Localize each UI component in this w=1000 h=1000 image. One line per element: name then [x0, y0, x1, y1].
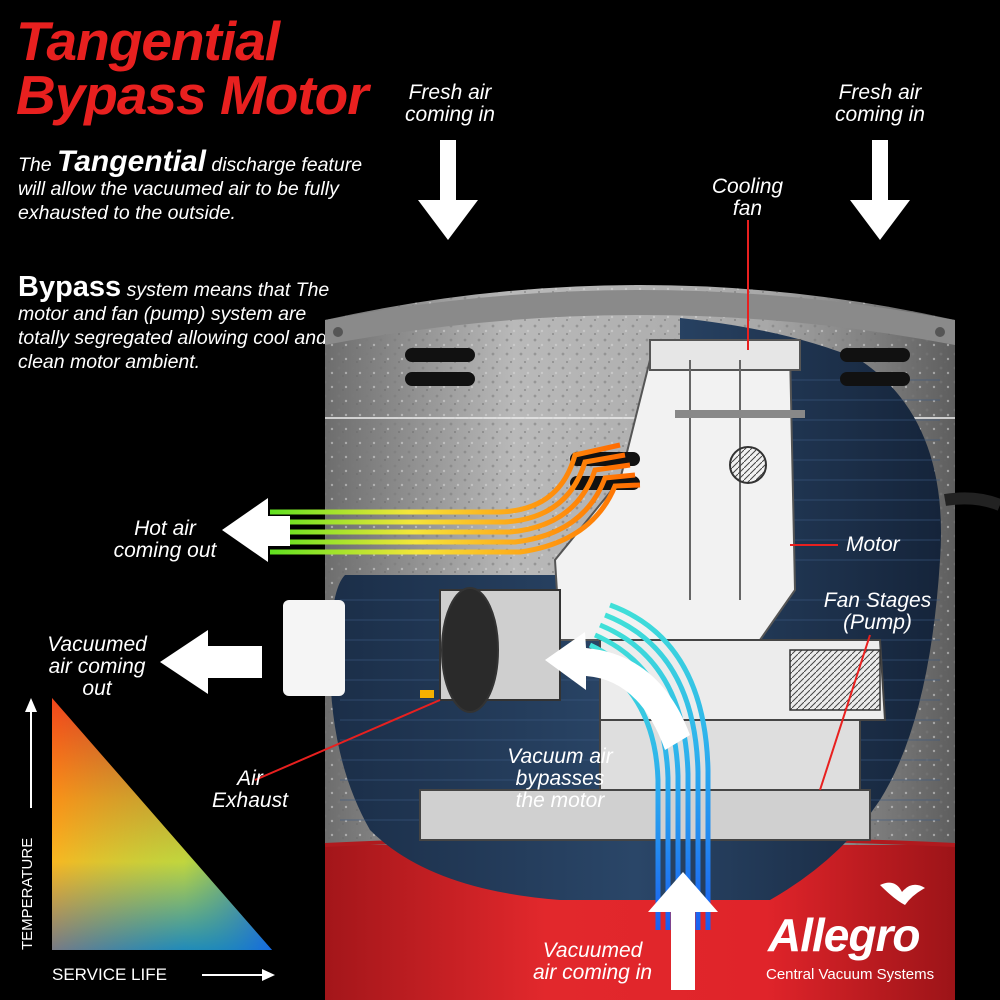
legend-x-axis-label: SERVICE LIFE: [52, 965, 167, 984]
tangential-prefix: The: [18, 154, 52, 176]
bypass-text: system means that The motor and fan (pum…: [18, 279, 330, 373]
label-hot-air: Hot air coming out: [113, 517, 217, 562]
leader-lines: [254, 220, 871, 791]
vacuumed-out-arrow: [160, 630, 262, 694]
label-bypass: Vacuum air bypasses the motor: [507, 745, 613, 812]
hot-air-arrow: [222, 498, 290, 562]
tangential-word: Tangential: [57, 145, 206, 178]
label-vacuumed-in: Vacuumed air coming in: [532, 939, 653, 984]
tangential-text: discharge feature will allow the vacuume…: [18, 154, 363, 224]
cooling-fan-blade: [649, 339, 801, 371]
label-fresh-air-left: Fresh air coming in: [405, 81, 495, 126]
label-fan-stages: Fan Stages (Pump): [823, 589, 932, 634]
vacuumed-in-arrow: [648, 872, 718, 990]
label-vacuumed-out: Vacuumed air coming out: [47, 633, 147, 700]
power-cord: [944, 492, 1000, 511]
label-motor: Motor: [846, 533, 900, 556]
page-title: Tangential Bypass Motor: [16, 10, 369, 126]
bypass-arrow: [545, 632, 690, 750]
fresh-air-flow-left: [415, 140, 481, 395]
hot-air-flow: [270, 442, 641, 555]
bypass-word: Bypass: [18, 271, 122, 303]
label-air-exhaust: Air Exhaust: [212, 767, 288, 812]
bypass-description: Bypass system means that The motor and f…: [18, 273, 338, 374]
label-fresh-air-right: Fresh air coming in: [835, 81, 925, 126]
temperature-service-life-legend: [25, 698, 275, 981]
brand-logo: Allegro: [768, 909, 920, 961]
fresh-air-flow-right: [847, 140, 913, 395]
arrow-right-icon: [262, 969, 275, 981]
title-line-1: Tangential: [16, 10, 280, 72]
arrow-up-icon: [25, 698, 37, 712]
title-line-2: Bypass Motor: [16, 64, 369, 126]
tangential-description: The Tangential discharge feature will al…: [18, 147, 378, 225]
allegro-logo-bird-icon: [880, 882, 925, 905]
cutaway-interior: [330, 318, 941, 900]
legend-y-axis-label: TEMPERATURE: [19, 837, 36, 950]
brand-tagline: Central Vacuum Systems: [766, 966, 935, 983]
label-cooling-fan: Cooling fan: [711, 175, 784, 220]
